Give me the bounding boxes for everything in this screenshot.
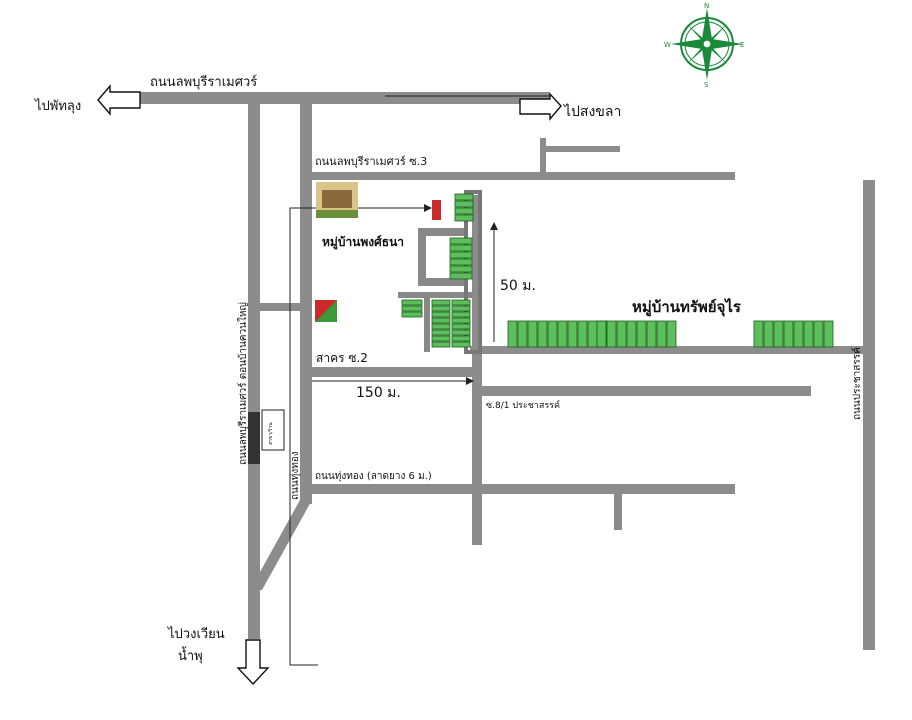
house-lot (793, 320, 804, 348)
house-lot (646, 320, 657, 348)
house-lot (431, 311, 451, 318)
house-lot (454, 214, 474, 222)
house-lot (753, 320, 764, 348)
house-lot (449, 265, 473, 273)
road-soi8-1 (478, 386, 811, 396)
house-lot (823, 320, 834, 348)
house-lot (587, 320, 598, 348)
house-lot (401, 299, 423, 306)
village1-photo (316, 182, 358, 218)
house-lot (547, 320, 558, 348)
label-road-vertical-right: ถนนประชาสรรค์ (851, 347, 863, 420)
building-dark (248, 412, 260, 464)
arrow-down-icon (236, 639, 270, 686)
house-lot (431, 317, 451, 324)
house-lot (616, 320, 627, 348)
house-lot (626, 320, 637, 348)
house-lot (666, 320, 677, 348)
house-lot (577, 320, 588, 348)
label-to-songkhla: ไปสงขลา (563, 103, 621, 120)
house-lot (431, 299, 451, 306)
house-lot (636, 320, 647, 348)
house-lot (431, 305, 451, 312)
label-road-soi3: ถนนลพบุรีราเมศวร์ ซ.3 (315, 155, 427, 168)
road-vertical-middle (472, 195, 482, 545)
house-lot (451, 329, 471, 336)
house-lot (527, 320, 538, 348)
label-to-phatthalung: ไปพัทลุง (34, 98, 81, 114)
house-lot (454, 193, 474, 201)
house-lot (449, 272, 473, 280)
village2-lot-grid (507, 320, 834, 348)
road-vertical-left (248, 104, 260, 639)
house-lot (557, 320, 568, 348)
label-road-main-top: ถนนลพบุรีราเมศวร์ (150, 74, 257, 90)
label-road-vertical-left: ถนนลพบุรีราเมศวร์ ตอนบ้านควนใหญ่ (237, 302, 249, 465)
label-road-vertical-inner: ถนนทุ่งทอง (290, 451, 301, 500)
arrow-left-icon (97, 84, 141, 116)
house-lot (449, 258, 473, 266)
label-village1: หมู่บ้านพงศ์ธนา (322, 235, 404, 250)
road-vertical-right (863, 180, 875, 650)
house-lot (431, 323, 451, 330)
house-lot (451, 341, 471, 348)
house-lot (431, 329, 451, 336)
road-soi2 (310, 367, 475, 377)
compass-rose-icon: N S E W (664, 2, 744, 89)
village1-lot-grid (401, 193, 474, 348)
house-lot (507, 320, 518, 348)
house-lot (451, 317, 471, 324)
house-lot (567, 320, 578, 348)
compass-e: E (740, 41, 744, 49)
house-lot (451, 305, 471, 312)
house-lot (401, 305, 423, 312)
house-lot (451, 299, 471, 306)
road-village2 (470, 346, 865, 354)
label-to-wang-wian-2: น้ำพุ (178, 646, 203, 664)
house-lot (449, 251, 473, 259)
house-lot (451, 323, 471, 330)
label-distance-horizontal: 150 ม. (356, 385, 401, 401)
house-lot (517, 320, 528, 348)
road-vertical-inner (300, 104, 312, 504)
house-lot (606, 320, 617, 348)
label-road-soi8-1: ซ.8/1 ประชาสรรค์ (486, 399, 560, 411)
landmark-icon (315, 300, 337, 322)
house-lot (656, 320, 667, 348)
arrow-right-icon (519, 92, 562, 121)
house-lot (449, 237, 473, 245)
house-lot (783, 320, 794, 348)
house-lot (449, 244, 473, 252)
marker-red (432, 200, 441, 220)
house-lot (596, 320, 607, 348)
label-road-thung-thong: ถนนทุ่งทอง (ลาดยาง 6 ม.) (315, 471, 432, 482)
label-distance-vertical: 50 ม. (500, 278, 536, 294)
house-lot (537, 320, 548, 348)
house-lot (803, 320, 814, 348)
house-lot (813, 320, 824, 348)
label-road-soi2: สาคร ซ.2 (316, 351, 368, 365)
label-to-wang-wian-1: ไปวงเวียน (167, 626, 225, 642)
compass-n: N (704, 2, 709, 10)
house-lot (454, 207, 474, 215)
label-village2: หมู่บ้านทรัพย์จุไร (632, 297, 742, 317)
house-lot (763, 320, 774, 348)
road-thung-thong (310, 484, 735, 494)
building-sign-label: สาขา/ร้าน (267, 422, 274, 445)
house-lot (454, 200, 474, 208)
house-lot (773, 320, 784, 348)
house-lot (451, 311, 471, 318)
house-lot (431, 335, 451, 342)
house-lot (401, 311, 423, 318)
house-lot (431, 341, 451, 348)
road-soi3 (300, 172, 735, 180)
compass-w: W (664, 41, 671, 49)
compass-s: S (704, 81, 709, 89)
road-main-top (110, 92, 550, 104)
building-sign (261, 409, 285, 451)
house-lot (451, 335, 471, 342)
